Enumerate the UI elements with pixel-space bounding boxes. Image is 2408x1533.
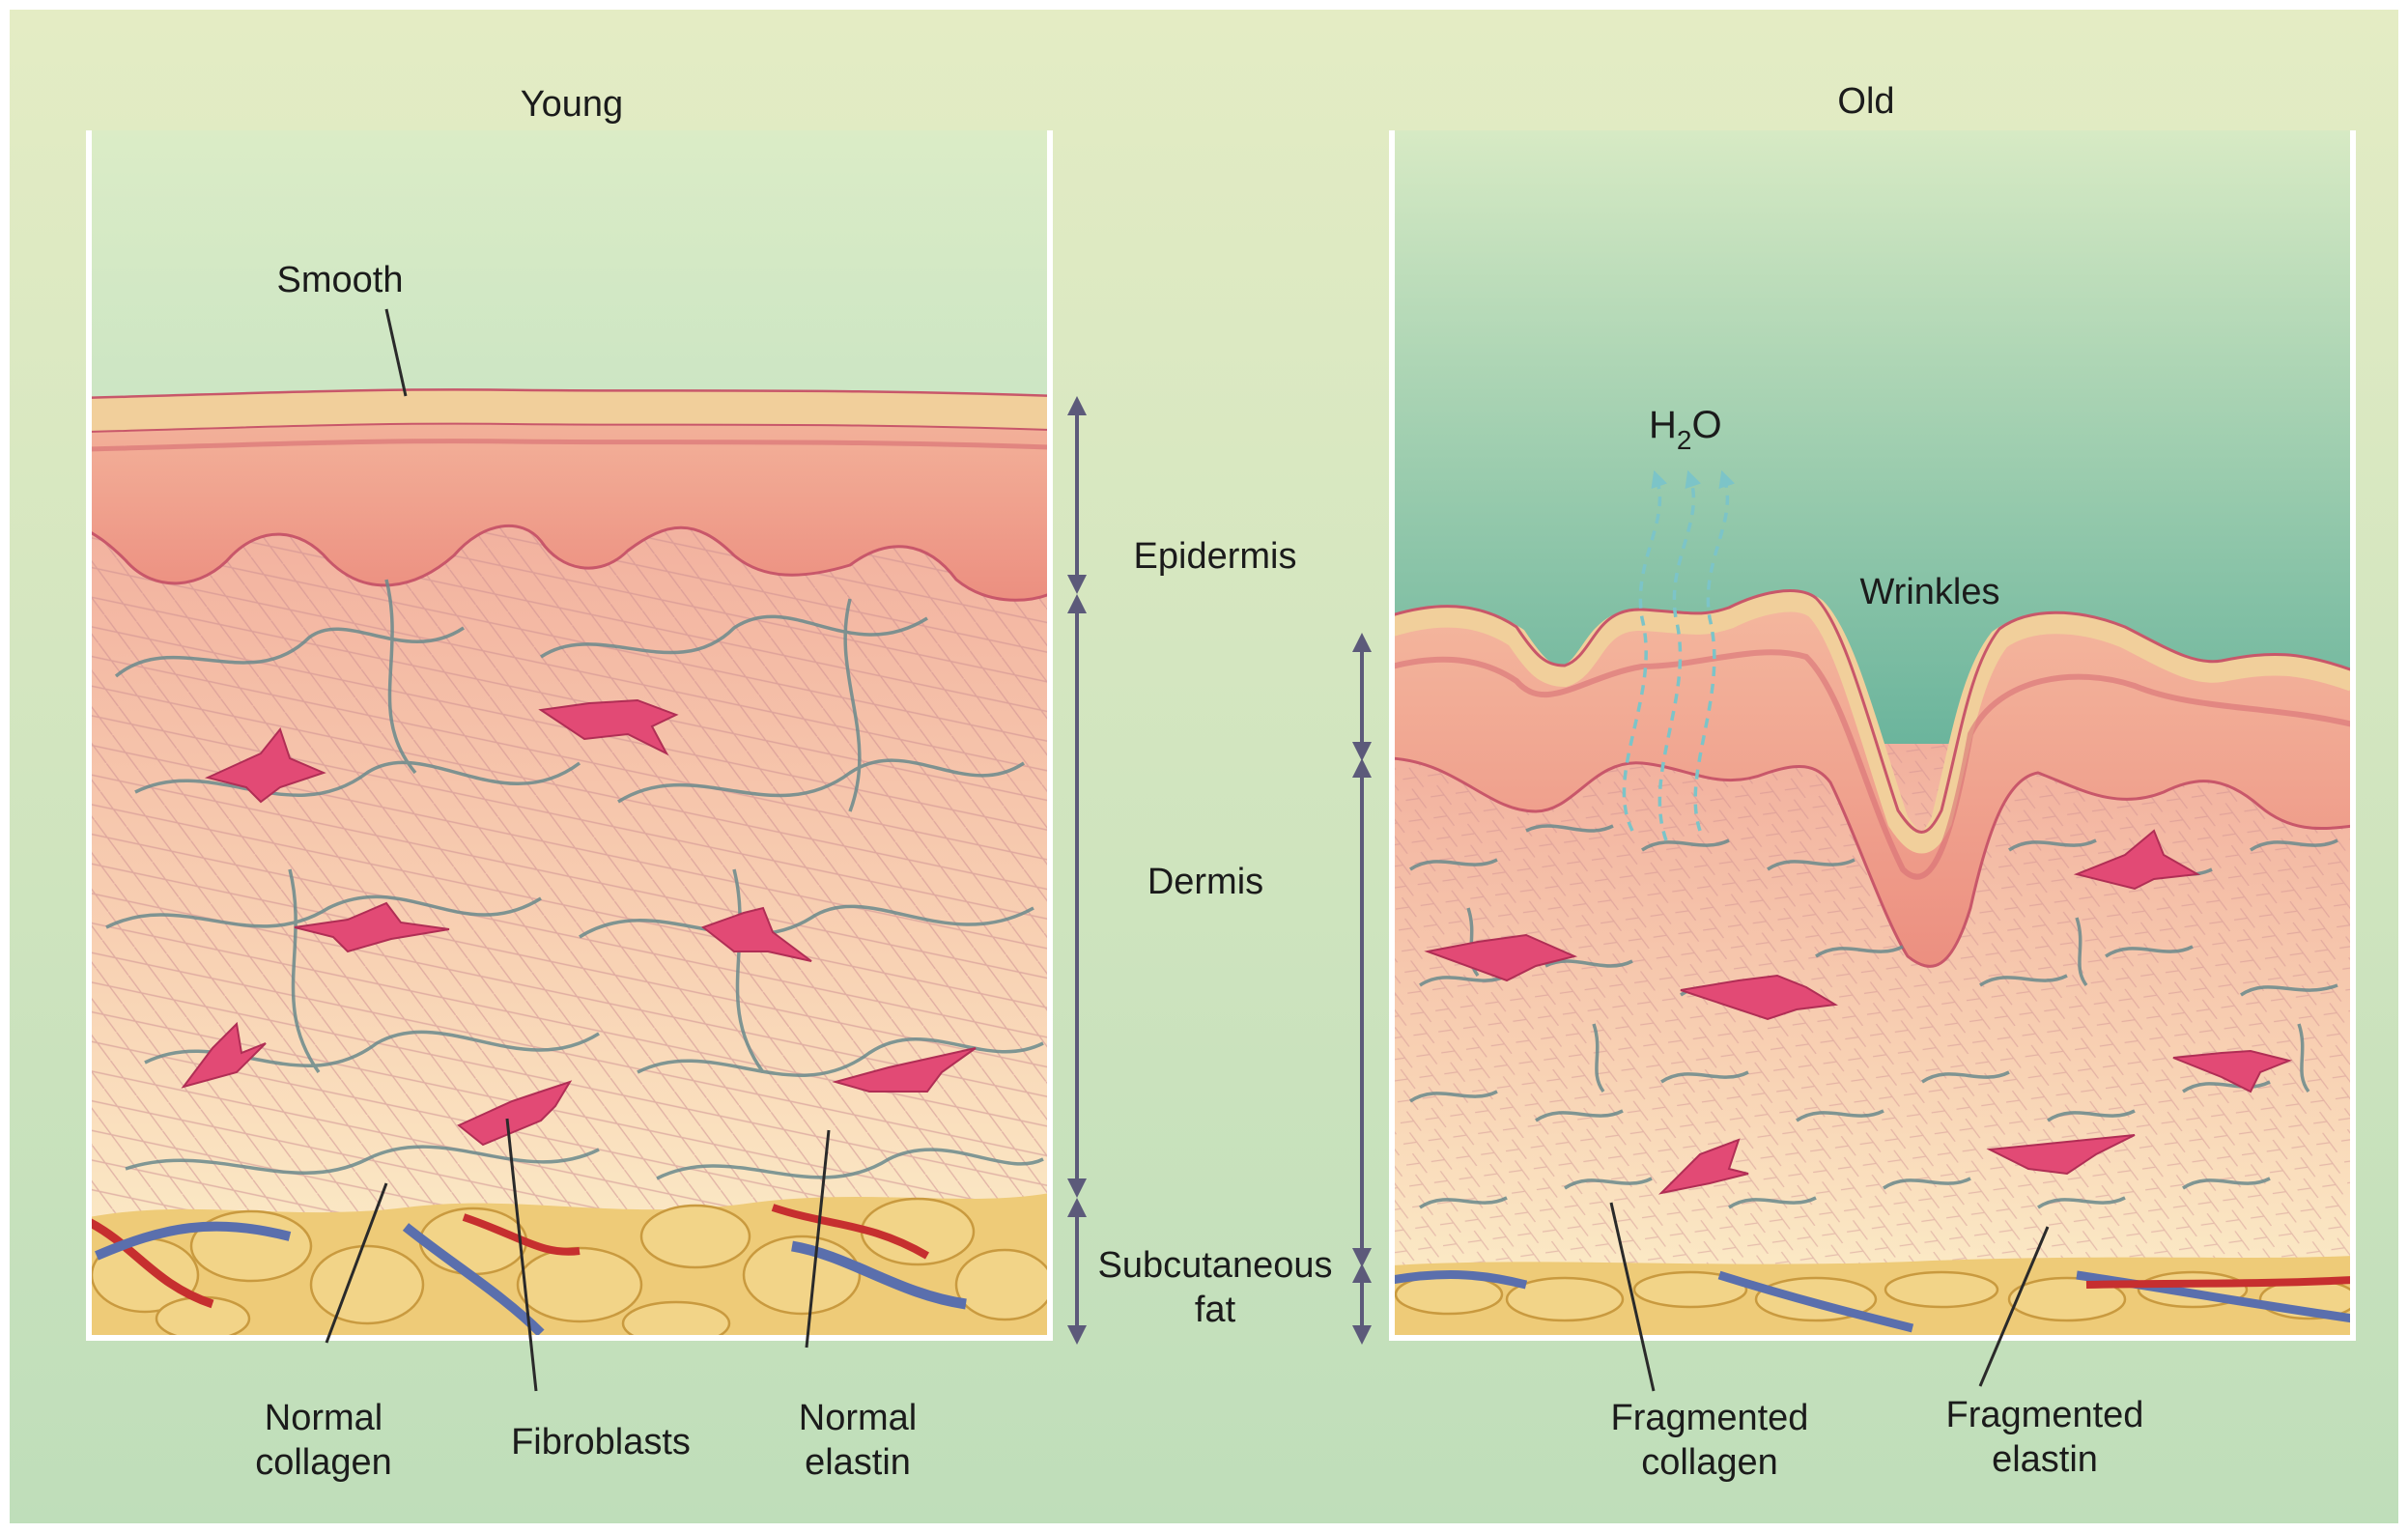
water-loss-arrows <box>1622 469 1736 841</box>
leader-lines <box>325 308 2050 1392</box>
water-subscript: 2 <box>1677 425 1692 455</box>
water-label: H2O <box>1649 404 1722 455</box>
young-panel <box>89 130 1050 1338</box>
fat-label-line2: fat <box>1195 1290 1236 1330</box>
fragmented-collagen-line1: Fragmented <box>1611 1398 1809 1438</box>
old-panel <box>1392 130 2353 1338</box>
fibroblast <box>1424 933 1578 982</box>
fibroblast <box>1657 1138 1749 1195</box>
old-fibroblasts <box>1424 829 2293 1195</box>
fibroblasts-label: Fibroblasts <box>511 1422 691 1462</box>
fragmented-elastin-line2: elastin <box>1992 1439 2098 1480</box>
fibroblast <box>294 901 450 953</box>
water-o: O <box>1691 404 1721 446</box>
epidermis-label: Epidermis <box>1134 536 1297 577</box>
normal-elastin-line1: Normal <box>799 1398 917 1438</box>
young-panel-frame <box>86 130 1053 1341</box>
young-fibroblasts <box>181 698 977 1147</box>
normal-collagen-line1: Normal <box>265 1398 382 1438</box>
young-collagen-mesh <box>89 502 1050 1256</box>
dermis-label: Dermis <box>1147 862 1263 902</box>
fibroblast <box>2172 1049 2293 1093</box>
fat-label-line1: Subcutaneous <box>1098 1245 1333 1286</box>
old-panel-frame <box>1389 130 2356 1341</box>
fibroblast <box>204 726 326 804</box>
fibroblast <box>181 1021 267 1089</box>
water-h: H <box>1649 404 1677 446</box>
fibroblast <box>2073 829 2201 891</box>
fibroblast <box>700 906 812 962</box>
wrinkles-label: Wrinkles <box>1860 572 2000 612</box>
old-fat-layer <box>1392 1256 2353 1338</box>
normal-collagen-line2: collagen <box>255 1442 392 1483</box>
smooth-label: Smooth <box>277 260 404 300</box>
old-title: Old <box>1837 81 1894 122</box>
fibroblast <box>457 1080 573 1147</box>
fibroblast <box>538 698 679 756</box>
fibroblast <box>1680 974 1838 1021</box>
old-stratum-corneum <box>1392 590 2353 854</box>
layer-arrows <box>1067 396 1372 1345</box>
fibroblast <box>1986 1134 2136 1176</box>
young-fat-layer <box>89 1193 1050 1338</box>
fragmented-collagen-line2: collagen <box>1641 1442 1778 1483</box>
fragmented-elastin-line1: Fragmented <box>1946 1395 2144 1435</box>
normal-elastin-line2: elastin <box>805 1442 911 1483</box>
young-title: Young <box>521 84 623 125</box>
fibroblast <box>832 1047 977 1093</box>
